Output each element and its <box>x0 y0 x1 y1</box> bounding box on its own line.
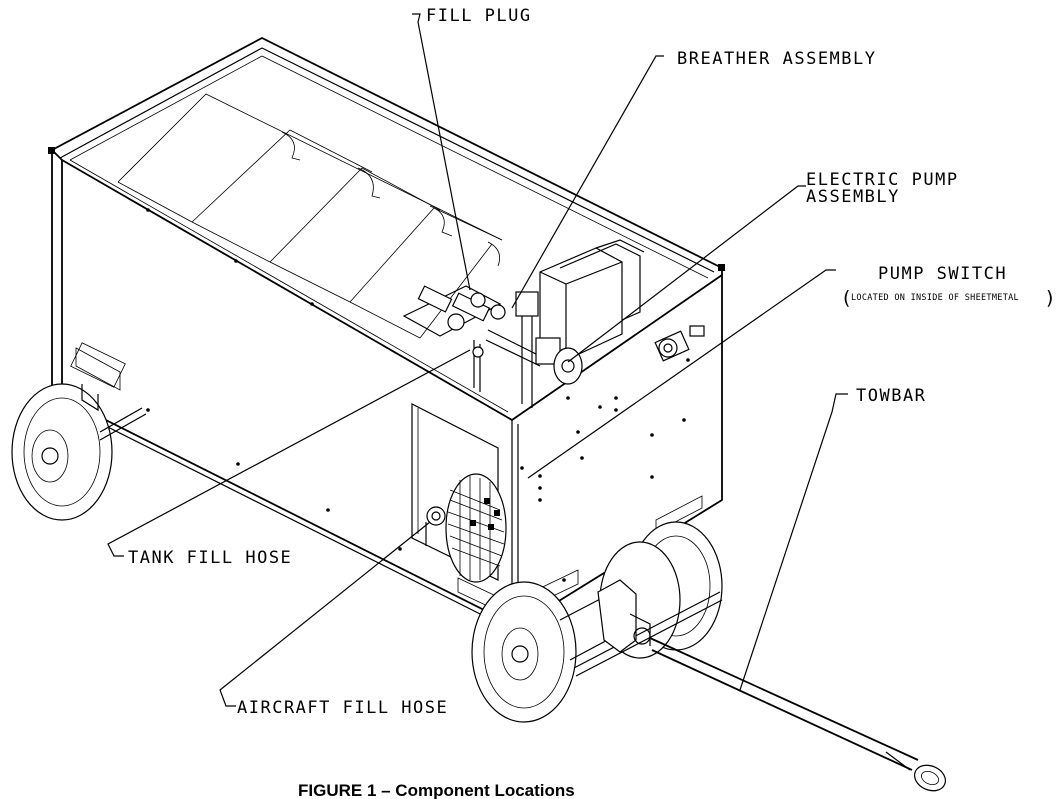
aircraft-fill-hose-leader <box>219 521 431 707</box>
towbar-drawing <box>649 637 947 792</box>
pump-switch-leader <box>527 269 836 479</box>
figure-caption: FIGURE 1 – Component Locations <box>298 781 575 799</box>
breather-assembly-label: BREATHER ASSEMBLY <box>677 49 877 69</box>
pump-switch-note: LOCATED ON INSIDE OF SHEETMETAL <box>851 293 1019 303</box>
towbar-label: TOWBAR <box>856 386 926 406</box>
fill-plug-leader <box>412 13 471 291</box>
hose-reel <box>425 473 507 583</box>
tank-fill-hose-label: TANK FILL HOSE <box>128 548 292 568</box>
leader-lines <box>107 13 848 707</box>
aircraft-fill-hose-label: AIRCRAFT FILL HOSE <box>237 698 448 718</box>
fill-plug-and-breather-plumbing <box>402 285 583 408</box>
tank-fill-hose-leader <box>107 349 471 557</box>
front-wheels <box>471 521 723 723</box>
callout-labels: FILL PLUG BREATHER ASSEMBLY ELECTRIC PUM… <box>128 6 1053 718</box>
breather-assembly-leader <box>511 55 664 309</box>
towbar-leader <box>739 393 848 691</box>
electric-pump-label-line1: ELECTRIC PUMP <box>806 170 959 190</box>
electric-pump-leader <box>567 185 806 363</box>
electric-pump-label-line2: ASSEMBLY <box>806 187 900 207</box>
pump-switch-note-close-paren: ) <box>1046 287 1053 309</box>
rear-wheel <box>11 383 147 521</box>
pump-switch-note-open-paren: ( <box>843 287 850 309</box>
fill-plug-label: FILL PLUG <box>426 6 532 26</box>
pump-switch-label: PUMP SWITCH <box>878 264 1007 284</box>
cart-body <box>48 36 725 631</box>
pump-switch-hardware <box>654 325 705 362</box>
